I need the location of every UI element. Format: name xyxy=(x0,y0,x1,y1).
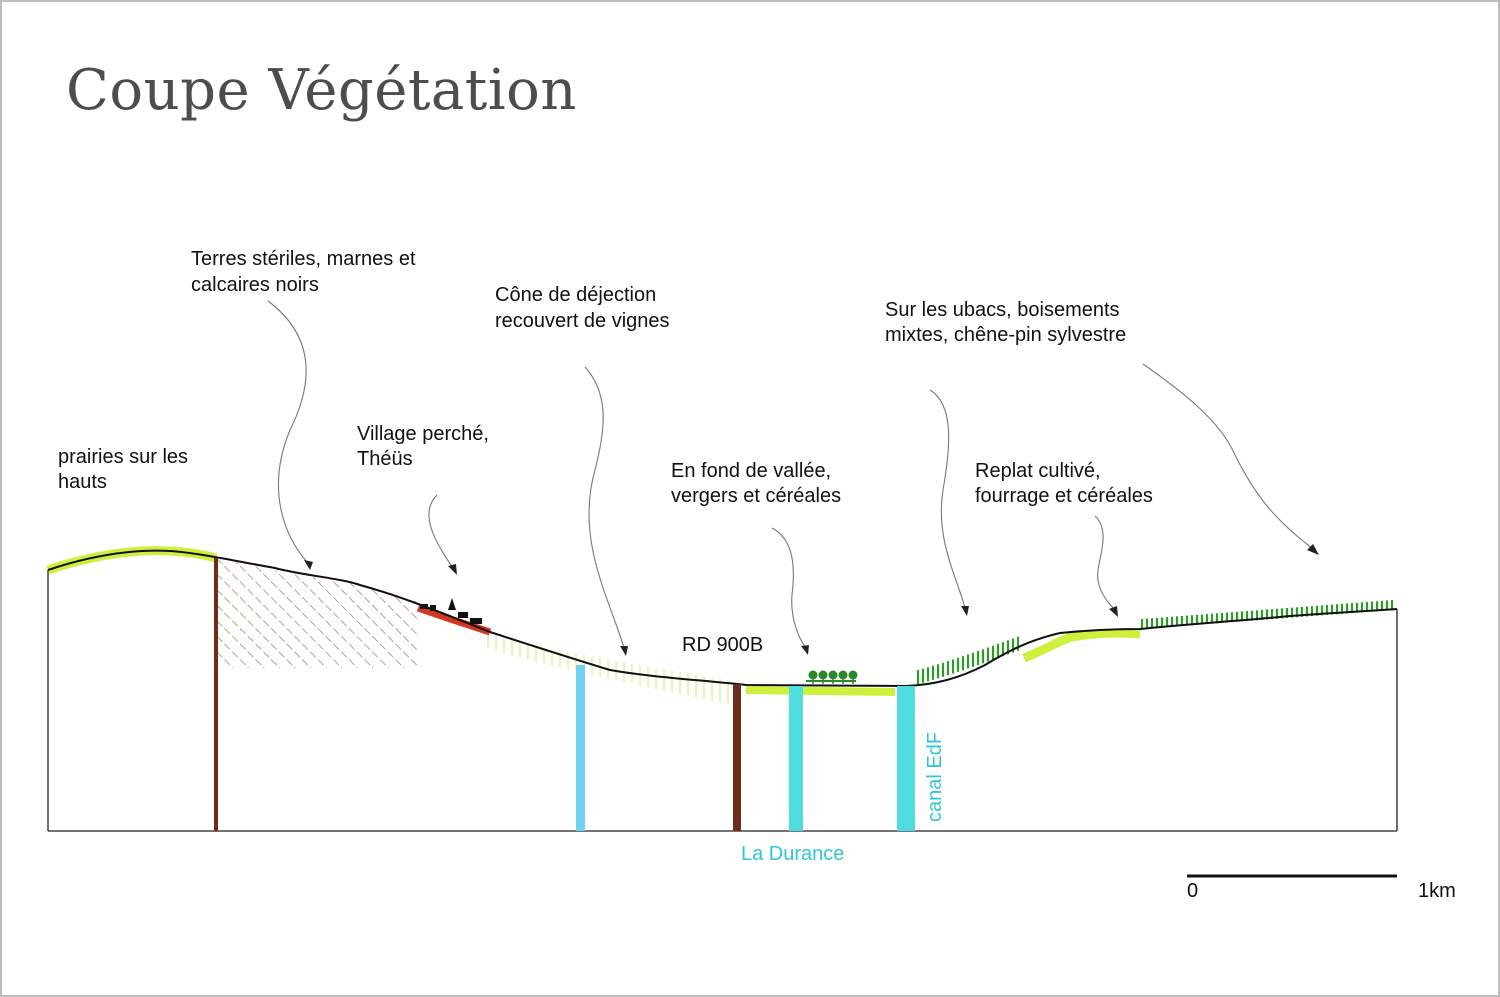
label-prairies: prairies sur les hauts xyxy=(58,446,194,493)
section-box xyxy=(47,570,1398,832)
grassland-bands xyxy=(46,546,1141,696)
river-bar-durance xyxy=(789,686,803,831)
label-road: RD 900B xyxy=(682,634,763,656)
scale-bar-end: 1km xyxy=(1418,880,1456,902)
grassland-replat xyxy=(1022,628,1141,663)
label-canal: canal EdF xyxy=(924,732,946,822)
annotation-labels: prairies sur les hauts Terres stériles, … xyxy=(58,248,1153,865)
label-river: La Durance xyxy=(741,843,844,865)
scale-bar-start: 0 xyxy=(1187,880,1198,902)
boundary-bar-left xyxy=(214,558,218,831)
label-replat: Replat cultivé, fourrage et céréales xyxy=(975,460,1153,507)
label-village: Village perché, Théüs xyxy=(357,423,495,470)
orchard-trees xyxy=(806,670,858,684)
grassland-valley xyxy=(745,686,896,696)
forest-hatch xyxy=(916,600,1394,684)
label-fond-vallee: En fond de vallée, vergers et céréales xyxy=(671,460,841,507)
annotation-arrows xyxy=(267,300,1319,656)
ground-profile xyxy=(47,549,1398,688)
label-terres-steriles: Terres stériles, marnes et calcaires noi… xyxy=(191,248,421,296)
water-bar-cone xyxy=(576,665,585,831)
road-bar xyxy=(733,684,741,831)
sterile-marls-zone xyxy=(216,558,418,668)
page-title: Coupe Végétation xyxy=(66,58,577,123)
scale-bar: 0 1km xyxy=(1187,874,1456,902)
label-ubacs: Sur les ubacs, boisements mixtes, chêne-… xyxy=(885,299,1126,346)
canal-bar xyxy=(897,686,915,831)
label-cone: Cône de déjection recouvert de vignes xyxy=(495,284,670,332)
